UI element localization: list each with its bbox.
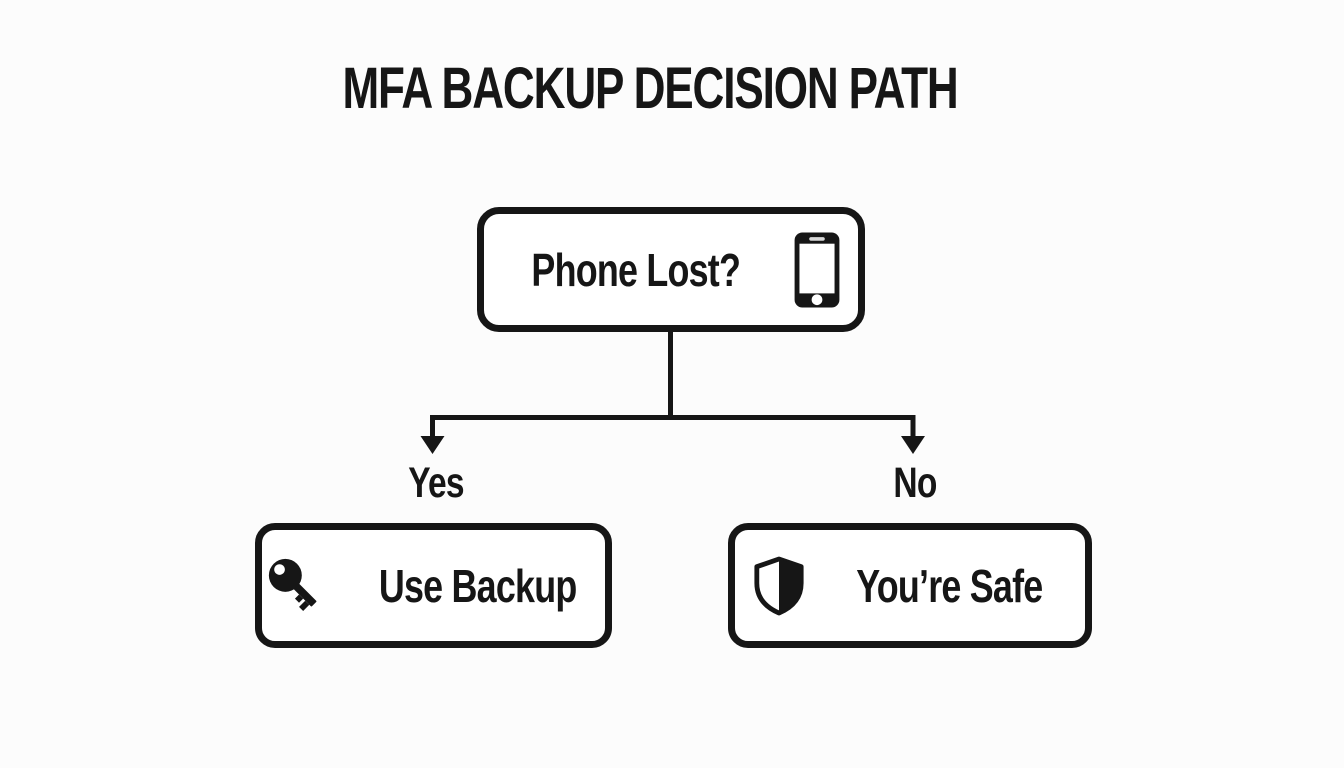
smartphone-icon — [794, 231, 840, 308]
result-node-use-backup: Use Backup — [255, 523, 612, 648]
result-label-use-backup: Use Backup — [378, 559, 577, 612]
key-icon — [263, 555, 329, 617]
result-label-youre-safe: You’re Safe — [855, 559, 1043, 612]
decision-node-phone-lost: Phone Lost? — [477, 207, 865, 332]
branch-label-yes: Yes — [408, 459, 464, 507]
shield-icon — [752, 556, 806, 616]
page-title-text: MFA BACKUP DECISION PATH — [342, 56, 958, 121]
result-node-youre-safe: You’re Safe — [728, 523, 1092, 648]
page-title: MFA BACKUP DECISION PATH — [245, 60, 1054, 118]
arrowhead-right — [901, 436, 925, 454]
branch-label-no: No — [893, 459, 937, 507]
arrowhead-left — [420, 436, 445, 454]
decision-label: Phone Lost? — [531, 243, 741, 296]
